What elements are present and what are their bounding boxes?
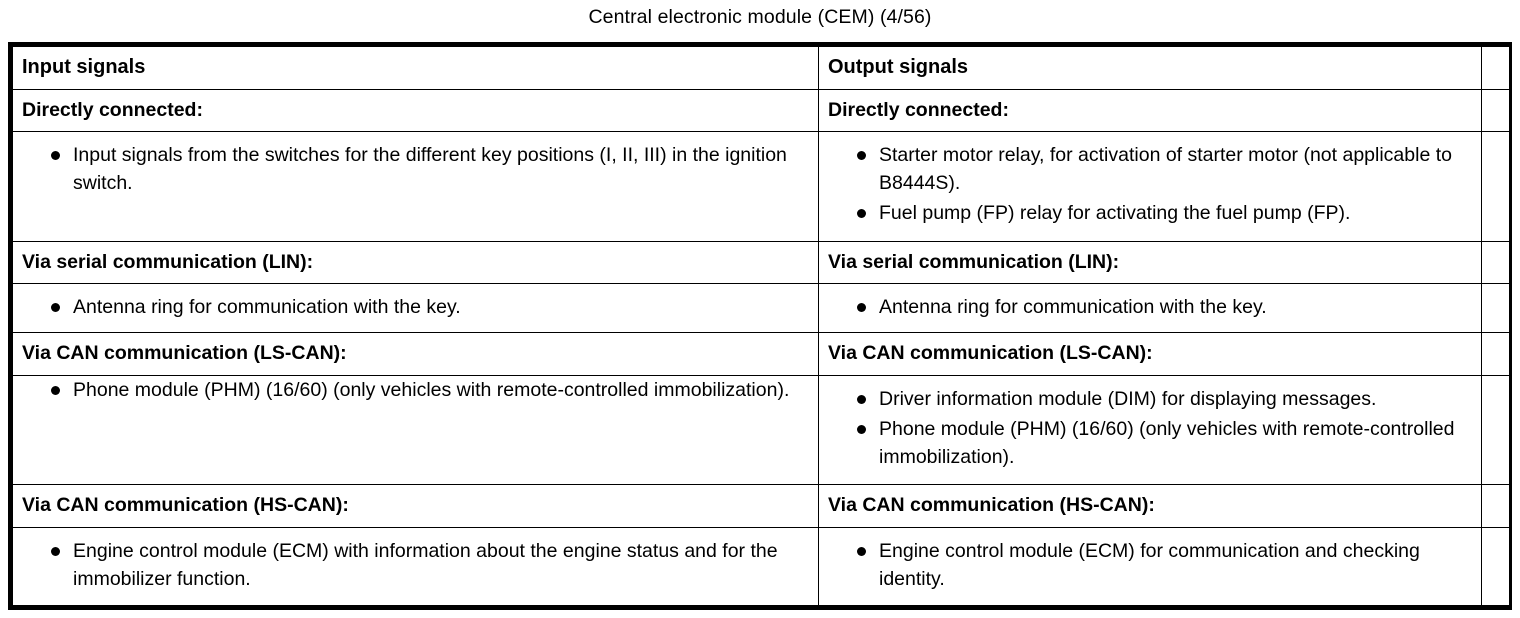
column-header-input-signals: Input signals <box>12 46 819 90</box>
section-content-right-directly-connected: Starter motor relay, for activation of s… <box>818 131 1482 242</box>
section-content-spacer-lin <box>1481 283 1509 334</box>
signals-table: Input signals Output signals Directly co… <box>12 46 1509 607</box>
section-content-left-ls-can: Phone module (PHM) (16/60) (only vehicle… <box>12 374 819 486</box>
section-content-left-hs-can: Engine control module (ECM) with informa… <box>12 526 819 607</box>
section-content-right-ls-can: Driver information module (DIM) for disp… <box>818 374 1482 486</box>
section-content-spacer-ls-can <box>1481 374 1509 486</box>
bullet-list-left-directly-connected: Input signals from the switches for the … <box>13 132 818 206</box>
section-heading-right-directly-connected: Directly connected: <box>818 88 1482 133</box>
page-title: Central electronic module (CEM) (4/56) <box>588 6 932 28</box>
section-heading-left-hs-can: Via CAN communication (HS-CAN): <box>12 484 819 528</box>
section-heading-row-hs-can: Via CAN communication (HS-CAN): Via CAN … <box>12 484 1509 528</box>
list-item: Input signals from the switches for the … <box>22 141 808 197</box>
section-heading-spacer-lin <box>1481 240 1509 285</box>
section-heading-right-label-hs-can: Via CAN communication (HS-CAN): <box>828 494 1155 517</box>
list-item: Phone module (PHM) (16/60) (only vehicle… <box>22 376 808 404</box>
list-item: Engine control module (ECM) for communic… <box>828 537 1471 593</box>
section-heading-right-label-directly-connected: Directly connected: <box>828 98 1009 121</box>
bullet-list-right-lin: Antenna ring for communication with the … <box>819 284 1481 330</box>
section-heading-left-label-directly-connected: Directly connected: <box>22 98 203 121</box>
section-heading-spacer-hs-can <box>1481 484 1509 528</box>
bullet-list-left-hs-can: Engine control module (ECM) with informa… <box>13 528 818 602</box>
section-heading-row-lin: Via serial communication (LIN): Via seri… <box>12 240 1509 285</box>
list-item: Driver information module (DIM) for disp… <box>828 385 1471 413</box>
section-heading-left-label-hs-can: Via CAN communication (HS-CAN): <box>22 494 349 517</box>
bullet-list-right-hs-can: Engine control module (ECM) for communic… <box>819 528 1481 602</box>
table-row: Phone module (PHM) (16/60) (only vehicle… <box>12 374 1509 486</box>
bullet-list-left-ls-can: Phone module (PHM) (16/60) (only vehicle… <box>13 376 818 404</box>
section-heading-left-lin: Via serial communication (LIN): <box>12 240 819 285</box>
section-heading-right-ls-can: Via CAN communication (LS-CAN): <box>818 332 1482 376</box>
list-item: Starter motor relay, for activation of s… <box>828 141 1471 197</box>
signals-table-container: Input signals Output signals Directly co… <box>8 42 1512 610</box>
list-item: Fuel pump (FP) relay for activating the … <box>828 199 1471 227</box>
column-header-output-signals-label: Output signals <box>828 56 968 78</box>
column-header-input-signals-label: Input signals <box>22 56 146 78</box>
table-row: Engine control module (ECM) with informa… <box>12 526 1509 607</box>
section-heading-left-label-lin: Via serial communication (LIN): <box>22 250 314 273</box>
section-heading-right-label-lin: Via serial communication (LIN): <box>828 250 1120 273</box>
list-item: Antenna ring for communication with the … <box>22 293 808 321</box>
bullet-list-left-lin: Antenna ring for communication with the … <box>13 284 818 330</box>
section-heading-row-directly-connected: Directly connected: Directly connected: <box>12 88 1509 133</box>
list-item: Phone module (PHM) (16/60) (only vehicle… <box>828 415 1471 471</box>
list-item: Antenna ring for communication with the … <box>828 293 1471 321</box>
column-header-output-signals: Output signals <box>818 46 1482 90</box>
section-content-left-directly-connected: Input signals from the switches for the … <box>12 131 819 242</box>
section-heading-right-lin: Via serial communication (LIN): <box>818 240 1482 285</box>
section-content-left-lin: Antenna ring for communication with the … <box>12 283 819 334</box>
table-row: Antenna ring for communication with the … <box>12 283 1509 334</box>
section-heading-left-label-ls-can: Via CAN communication (LS-CAN): <box>22 342 347 365</box>
column-header-spacer <box>1481 46 1509 90</box>
section-heading-left-ls-can: Via CAN communication (LS-CAN): <box>12 332 819 376</box>
section-heading-row-ls-can: Via CAN communication (LS-CAN): Via CAN … <box>12 332 1509 376</box>
section-heading-right-hs-can: Via CAN communication (HS-CAN): <box>818 484 1482 528</box>
table-header-row: Input signals Output signals <box>12 46 1509 90</box>
table-row: Input signals from the switches for the … <box>12 131 1509 242</box>
section-heading-left-directly-connected: Directly connected: <box>12 88 819 133</box>
section-content-right-lin: Antenna ring for communication with the … <box>818 283 1482 334</box>
section-content-spacer-directly-connected <box>1481 131 1509 242</box>
section-heading-right-label-ls-can: Via CAN communication (LS-CAN): <box>828 342 1153 365</box>
section-heading-spacer-ls-can <box>1481 332 1509 376</box>
list-item: Engine control module (ECM) with informa… <box>22 537 808 593</box>
section-content-spacer-hs-can <box>1481 526 1509 607</box>
section-heading-spacer-directly-connected <box>1481 88 1509 133</box>
bullet-list-right-ls-can: Driver information module (DIM) for disp… <box>819 376 1481 480</box>
section-content-right-hs-can: Engine control module (ECM) for communic… <box>818 526 1482 607</box>
bullet-list-right-directly-connected: Starter motor relay, for activation of s… <box>819 132 1481 236</box>
